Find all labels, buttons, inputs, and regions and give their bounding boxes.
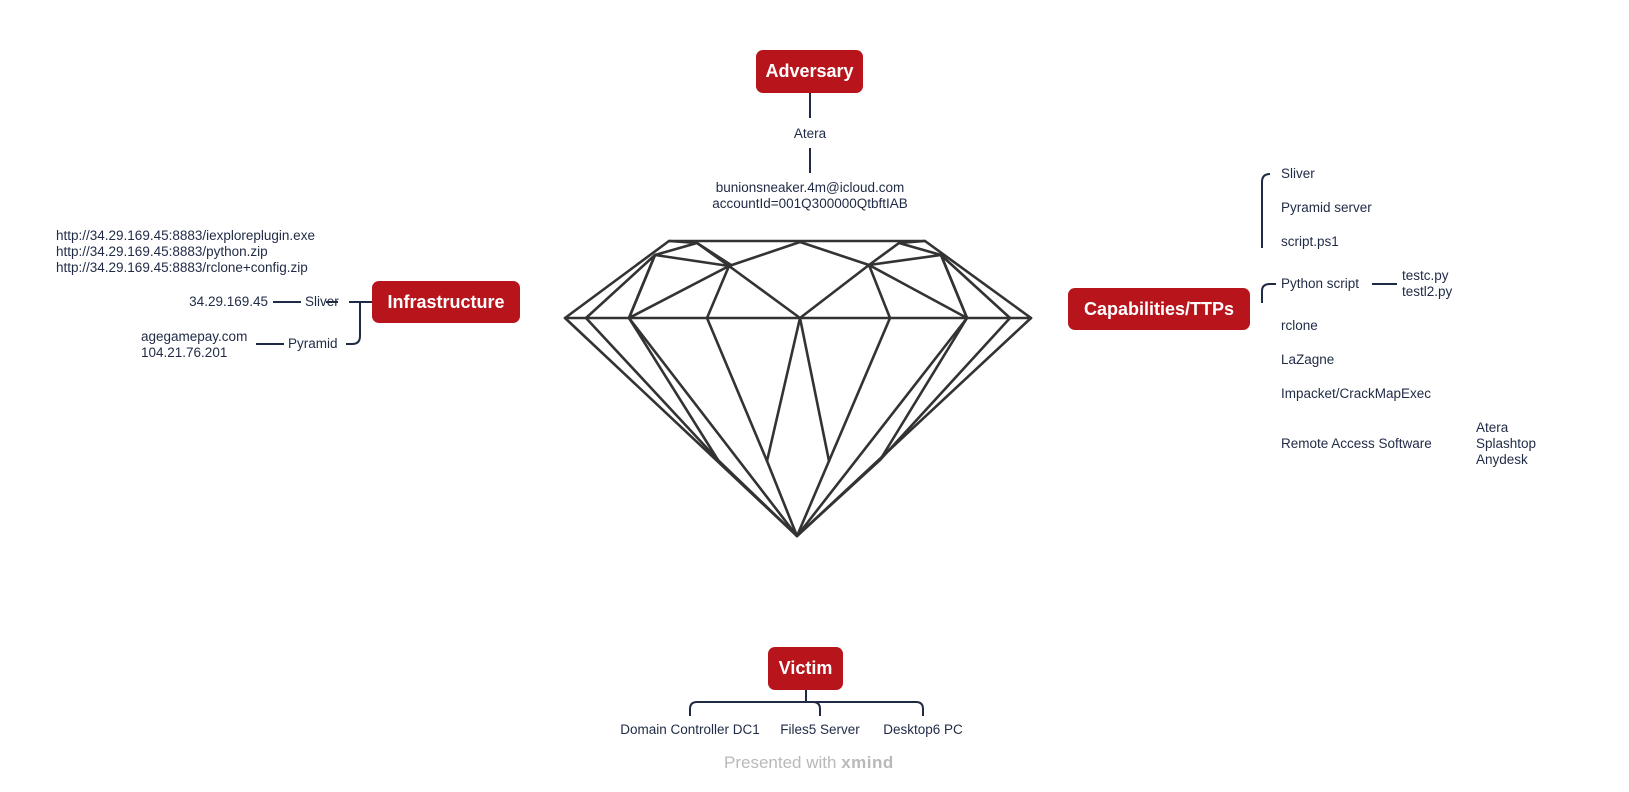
pyramid-ip-label: 104.21.76.201 (141, 345, 228, 360)
python-script-testc: testc.py (1402, 268, 1449, 283)
capability-impacket: Impacket/CrackMapExec (1281, 386, 1432, 401)
adversary-email-label: bunionsneaker.4m@icloud.com (715, 180, 905, 195)
infrastructure-url-2: http://34.29.169.45:8883/python.zip (56, 244, 268, 259)
remote-access-splashtop: Splashtop (1476, 436, 1537, 451)
capabilities-node[interactable]: Capabilities/TTPs (1068, 288, 1250, 330)
infrastructure-url-3: http://34.29.169.45:8883/rclone+config.z… (56, 260, 308, 275)
adversary-node[interactable]: Adversary (756, 50, 863, 93)
infrastructure-pyramid-label: Pyramid (288, 336, 338, 351)
footer-credit: Presented with xmind (724, 753, 894, 773)
adversary-tool-label: Atera (793, 126, 827, 141)
xmind-logo: xmind (841, 753, 894, 772)
footer-prefix: Presented with (724, 753, 837, 772)
adversary-account-id-label: accountId=001Q300000QtbftIAB (712, 196, 908, 211)
victim-host-files5: Files5 Server (780, 722, 860, 737)
connector-lines (256, 93, 1397, 716)
infrastructure-sliver-label: Sliver (305, 294, 339, 309)
infrastructure-url-1: http://34.29.169.45:8883/iexploreplugin.… (56, 228, 315, 243)
pyramid-domain-label: agegamepay.com (141, 329, 248, 344)
capability-pyramid-server: Pyramid server (1281, 200, 1372, 215)
diamond-graphic (563, 239, 1033, 538)
capability-rclone: rclone (1281, 318, 1318, 333)
remote-access-anydesk: Anydesk (1476, 452, 1528, 467)
infrastructure-node[interactable]: Infrastructure (372, 281, 520, 323)
python-script-testl2: testl2.py (1402, 284, 1453, 299)
capability-script-ps1: script.ps1 (1281, 234, 1339, 249)
capability-sliver: Sliver (1281, 166, 1315, 181)
sliver-ip-label: 34.29.169.45 (189, 294, 268, 309)
victim-node[interactable]: Victim (768, 647, 843, 690)
capability-lazagne: LaZagne (1281, 352, 1335, 367)
capability-python-script: Python script (1281, 276, 1360, 291)
victim-host-desktop6: Desktop6 PC (883, 722, 963, 737)
remote-access-atera: Atera (1476, 420, 1509, 435)
capability-remote-access: Remote Access Software (1281, 436, 1432, 451)
victim-host-dc1: Domain Controller DC1 (620, 722, 760, 737)
